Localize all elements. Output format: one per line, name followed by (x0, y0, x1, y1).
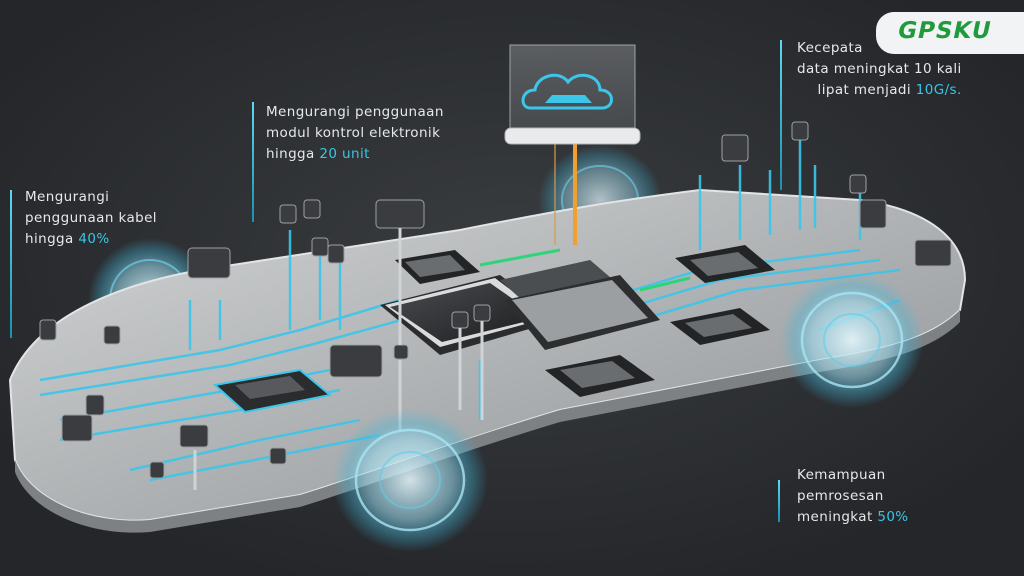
gpsku-logo[interactable]: GPSKU (876, 12, 1024, 54)
ecu-module-right (670, 245, 775, 345)
ecu-module-bottom (545, 355, 655, 397)
ecu-module-left (212, 368, 333, 414)
callout-ecu-bar (252, 102, 254, 222)
callout-data-speed-line1: Kecepata (797, 40, 863, 56)
callout-cables-line2: penggunaan kabel (25, 210, 157, 226)
callout-ecu-highlight: 20 unit (319, 146, 370, 162)
callout-processing: Kemampuan pemrosesan meningkat 50% (797, 465, 909, 528)
callout-processing-line3: meningkat 50% (797, 507, 909, 528)
callout-data-speed-line3-text: lipat menjadi (817, 82, 916, 98)
callout-cables-line1: Mengurangi (25, 189, 110, 205)
car-icon (545, 95, 592, 103)
cloud-sign (504, 44, 641, 145)
callout-data-speed-line2: data meningkat 10 kali (797, 61, 962, 77)
callout-cables-line3-text: hingga (25, 231, 79, 247)
callout-processing-line2: pemrosesan (797, 488, 884, 504)
callout-ecu-line1: Mengurangi penggunaan (266, 104, 444, 120)
callout-cables-bar (10, 190, 12, 338)
callout-cables: Mengurangi penggunaan kabel hingga 40% (25, 187, 157, 250)
callout-ecu-line3: hingga 20 unit (266, 144, 444, 165)
callout-ecu-line2: modul kontrol elektronik (266, 125, 441, 141)
callout-data-speed-highlight: 10G/s. (915, 82, 962, 98)
front-wheel-left (332, 408, 488, 552)
ecu-module-top (395, 250, 480, 284)
cloud-icon (521, 73, 613, 110)
callout-processing-highlight: 50% (877, 509, 909, 525)
front-wheel-right (780, 272, 924, 408)
callout-cables-line3: hingga 40% (25, 229, 157, 250)
sensor-posts (39, 121, 952, 479)
callout-ecu-line3-text: hingga (266, 146, 320, 162)
callout-cables-highlight: 40% (78, 231, 110, 247)
callout-processing-line1: Kemampuan (797, 467, 886, 483)
callout-ecu: Mengurangi penggunaan modul kontrol elek… (266, 102, 444, 165)
callout-processing-bar (778, 480, 780, 522)
callout-data-speed-bar (780, 40, 782, 190)
gpsku-logo-text: GPSKU (895, 18, 995, 44)
callout-processing-line3-text: meningkat (797, 509, 878, 525)
callout-data-speed: Kecepata data meningkat 10 kali lipat me… (797, 38, 962, 101)
callout-data-speed-line3: lipat menjadi 10G/s. (797, 80, 962, 101)
